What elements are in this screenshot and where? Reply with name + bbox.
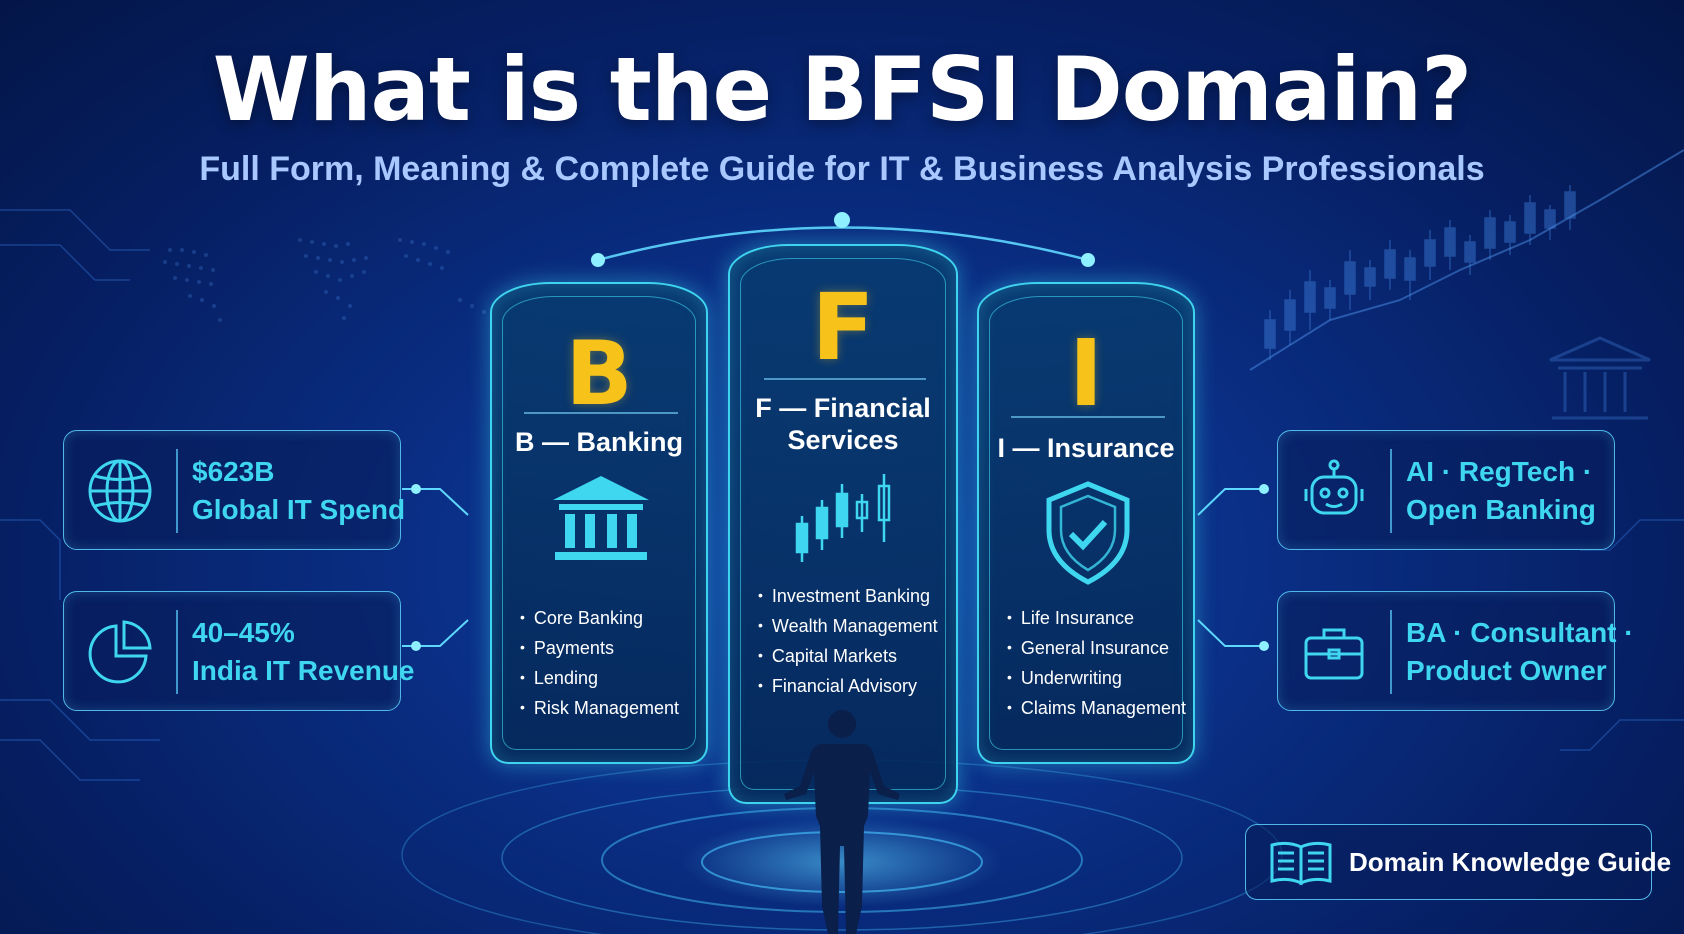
list-item: Underwriting: [1007, 664, 1186, 694]
stat-text: BA · Consultant · Product Owner: [1406, 614, 1634, 690]
briefcase-icon: [1304, 628, 1364, 680]
stat-separator: [176, 610, 178, 694]
list-item: Payments: [520, 634, 679, 664]
stat-text: $623B Global IT Spend: [192, 453, 406, 529]
page-subtitle: Full Form, Meaning & Complete Guide for …: [199, 150, 1485, 188]
list-item: Life Insurance: [1007, 604, 1186, 634]
pillar-item-list: Investment Banking Wealth Management Cap…: [758, 582, 938, 702]
candlestick-background: [1264, 185, 1576, 360]
candlestick-chart-icon: [795, 474, 891, 562]
stat-value: BA · Consultant ·: [1406, 617, 1634, 648]
stat-label: India IT Revenue: [192, 655, 415, 686]
stat-text: 40–45% India IT Revenue: [192, 614, 415, 690]
list-item: Lending: [520, 664, 679, 694]
pillar-item-list: Life Insurance General Insurance Underwr…: [1007, 604, 1186, 724]
pillar-divider: [764, 378, 926, 380]
pillar-title-line: F — Financial: [755, 393, 931, 423]
page-title: What is the BFSI Domain?: [212, 38, 1472, 141]
person-silhouette: [784, 710, 900, 934]
pie-chart-icon: [88, 620, 152, 684]
list-item: Risk Management: [520, 694, 679, 724]
stat-ba-roles: BA · Consultant · Product Owner: [1277, 591, 1634, 711]
domain-knowledge-guide-badge: Domain Knowledge Guide: [1245, 824, 1671, 900]
pillar-insurance: I I — Insurance Life Insurance General I…: [977, 282, 1195, 764]
shield-check-icon: [1046, 481, 1130, 585]
list-item: General Insurance: [1007, 634, 1186, 664]
stat-value: 40–45%: [192, 617, 295, 648]
pillar-inner-frame: [502, 296, 696, 750]
world-map-dots: [150, 225, 510, 355]
stat-global-it-spend: $623B Global IT Spend: [63, 430, 406, 550]
globe-icon: [88, 459, 152, 523]
list-item: Core Banking: [520, 604, 679, 634]
stat-value: $623B: [192, 456, 275, 487]
stat-separator: [176, 449, 178, 533]
pillar-divider: [524, 412, 678, 414]
list-item: Capital Markets: [758, 642, 938, 672]
pillar-title: I — Insurance: [997, 433, 1175, 463]
stat-separator: [1390, 610, 1392, 694]
stat-separator: [1390, 449, 1392, 533]
pillar-financial-services: F F — Financial Services Investment Bank…: [728, 244, 958, 804]
robot-icon: [1304, 459, 1364, 515]
list-item: Financial Advisory: [758, 672, 938, 702]
bank-building-icon: [553, 476, 649, 560]
pillar-title: B — Banking: [514, 427, 683, 457]
stat-label: Open Banking: [1406, 494, 1596, 525]
pillar-banking: B B — Banking Core Banking Payments Lend…: [490, 282, 708, 764]
pillar-title: F — Financial Services: [730, 392, 956, 456]
stat-value: AI · RegTech ·: [1406, 456, 1593, 487]
list-item: Claims Management: [1007, 694, 1186, 724]
stat-label: Product Owner: [1406, 655, 1607, 686]
pillar-letter: B: [565, 322, 633, 425]
stat-label: Global IT Spend: [192, 494, 406, 525]
open-book-icon: [1270, 841, 1332, 886]
stat-ai-regtech: AI · RegTech · Open Banking: [1277, 430, 1615, 550]
pillar-letter: F: [811, 274, 875, 381]
stat-text: AI · RegTech · Open Banking: [1406, 453, 1611, 529]
stat-india-it-revenue: 40–45% India IT Revenue: [63, 591, 415, 711]
guide-label: Domain Knowledge Guide: [1349, 847, 1672, 877]
list-item: Wealth Management: [758, 612, 938, 642]
pillar-inner-frame: [989, 296, 1183, 750]
pillar-title-line: Services: [787, 425, 899, 455]
pillar-item-list: Core Banking Payments Lending Risk Manag…: [520, 604, 679, 724]
pillar-divider: [1011, 416, 1165, 418]
list-item: Investment Banking: [758, 582, 938, 612]
pillar-letter: I: [1068, 320, 1104, 427]
